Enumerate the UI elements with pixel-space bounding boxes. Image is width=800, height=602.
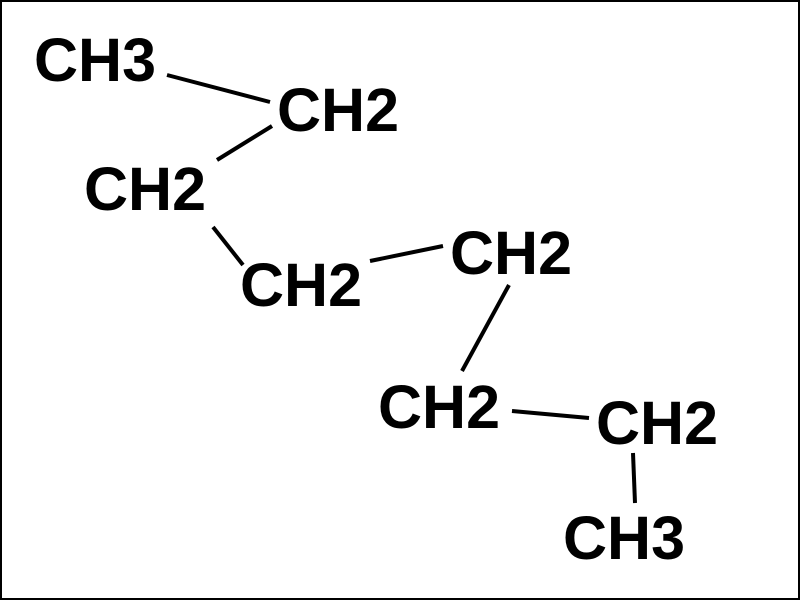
group-label-ch2-1: CH2 bbox=[277, 76, 399, 144]
group-label-ch3-top: CH3 bbox=[34, 26, 156, 94]
bond-g4-g5 bbox=[369, 244, 444, 263]
group-label-ch2-6: CH2 bbox=[596, 389, 718, 457]
group-label-ch2-5: CH2 bbox=[378, 373, 500, 441]
bond-g1-g2 bbox=[166, 73, 271, 104]
bond-g5-g6 bbox=[460, 284, 511, 372]
bond-g2-g3 bbox=[215, 124, 274, 162]
bond-g6-g7 bbox=[511, 409, 590, 420]
group-label-ch2-2: CH2 bbox=[84, 155, 206, 223]
group-label-ch2-4: CH2 bbox=[450, 219, 572, 287]
group-label-ch2-3: CH2 bbox=[240, 251, 362, 319]
bond-g3-g4 bbox=[211, 225, 245, 267]
group-label-ch3-bottom: CH3 bbox=[563, 504, 685, 572]
bond-g7-g8 bbox=[631, 452, 637, 504]
